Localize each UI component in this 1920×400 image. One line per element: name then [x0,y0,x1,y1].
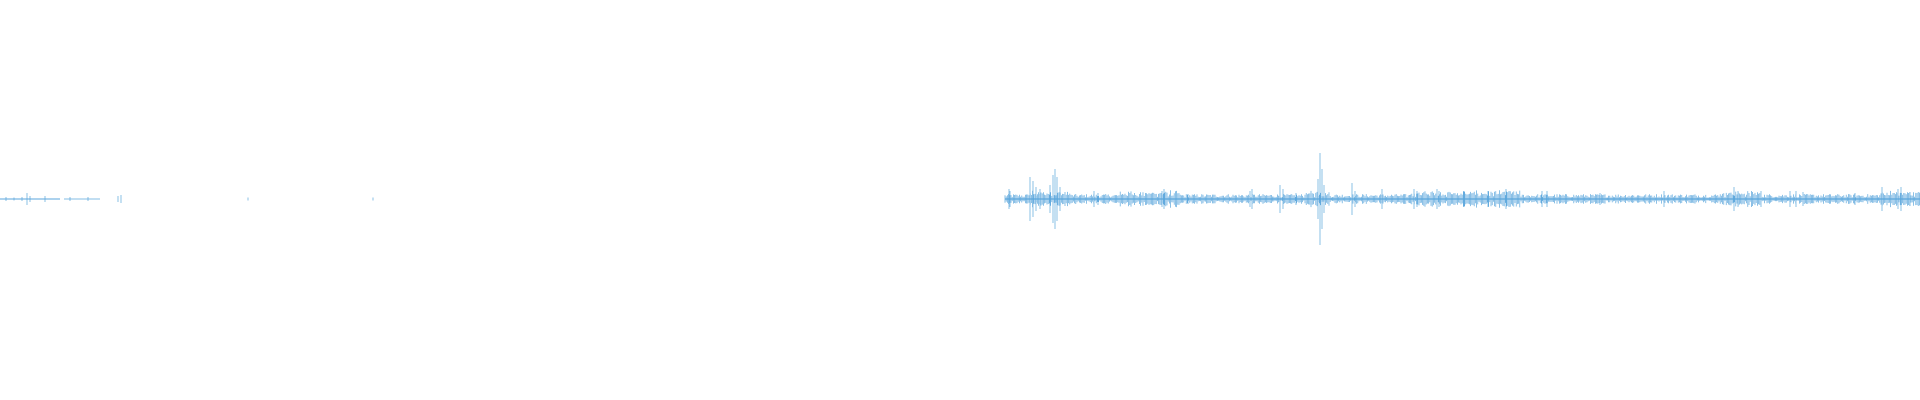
waveform-samples [0,153,1920,245]
waveform-spikes [5,153,1920,245]
